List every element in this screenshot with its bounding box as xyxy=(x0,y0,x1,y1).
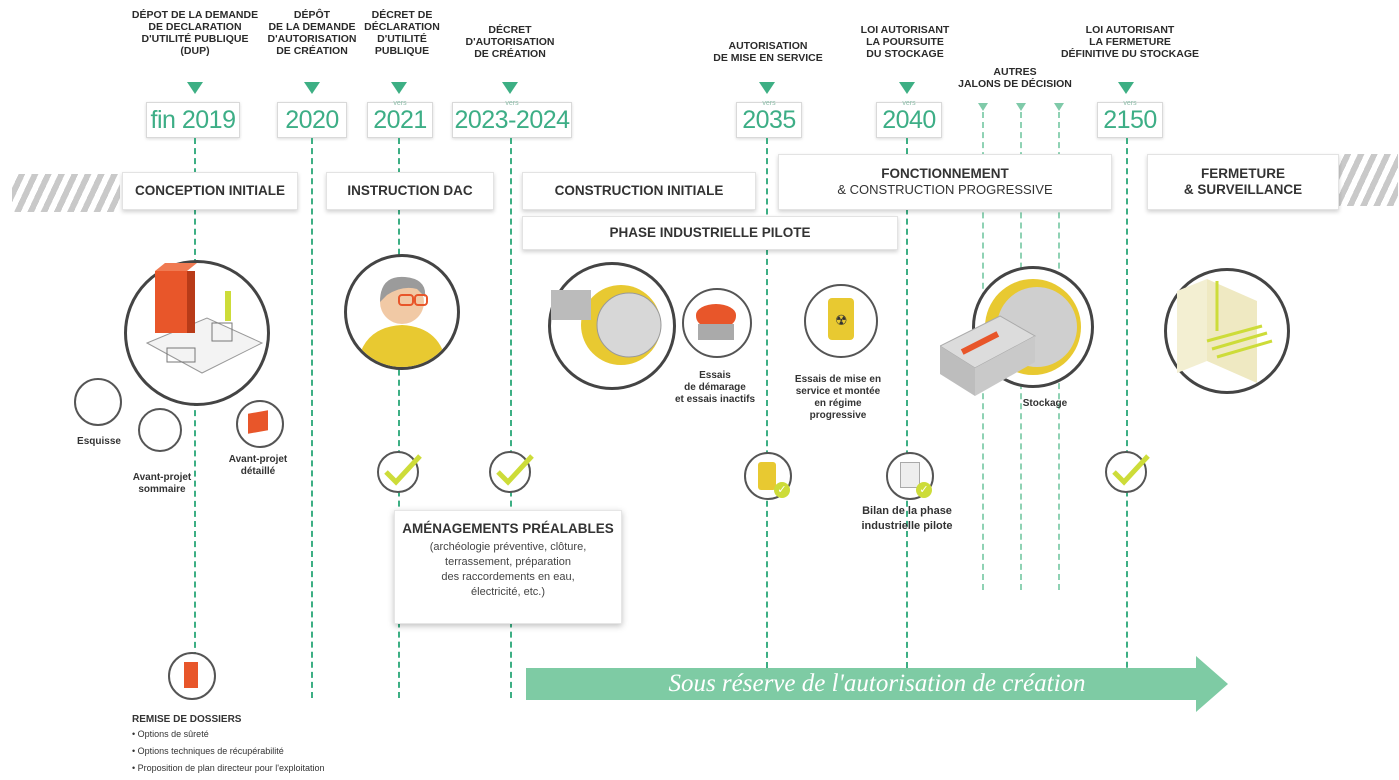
phase-label: FERMETURE xyxy=(1201,166,1285,181)
timeline-stripes-left xyxy=(12,174,120,212)
essais-mise-en-service-icon: ☢ xyxy=(804,284,878,358)
construction-illustration xyxy=(541,262,676,390)
milestone-marker-small xyxy=(978,103,988,111)
essais-demarrage-icon xyxy=(682,288,752,358)
remise-item: • Proposition de plan directeur pour l'e… xyxy=(132,763,325,773)
phase-fonctionnement: FONCTIONNEMENT & CONSTRUCTION PROGRESSIV… xyxy=(778,154,1112,210)
remise-item: • Options techniques de récupérabilité xyxy=(132,746,284,756)
milestone-title-decret-dup: DÉCRET DE DÉCLARATION D'UTILITÉ PUBLIQUE xyxy=(364,9,440,57)
timeline-line xyxy=(1126,138,1128,698)
check-icon xyxy=(489,451,534,493)
year-box: 2020 xyxy=(277,102,347,138)
vers-label: vers xyxy=(393,100,407,107)
milestone-title-dac-depot: DÉPÔT DE LA DEMANDE D'AUTORISATION DE CR… xyxy=(267,9,357,57)
avant-projet-sommaire-icon xyxy=(138,408,182,452)
fermeture-illustration xyxy=(1164,268,1290,394)
tunnel-boring-machine-icon xyxy=(541,285,662,365)
year-box: vers 2021 xyxy=(367,100,433,138)
check-icon xyxy=(377,451,422,493)
esquisse-label: Esquisse xyxy=(77,436,121,447)
milestone-marker xyxy=(187,82,203,94)
phase-label: INSTRUCTION DAC xyxy=(347,183,473,198)
milestone-marker xyxy=(899,82,915,94)
milestone-marker xyxy=(502,82,518,94)
phase-sublabel: & CONSTRUCTION PROGRESSIVE xyxy=(837,182,1053,197)
essais-mise-en-service-label: Essais de mise en service et montée en r… xyxy=(794,374,882,421)
year-box: vers 2040 xyxy=(876,100,942,138)
milestone-marker-small xyxy=(1054,103,1064,111)
milestone-title-autres-jalons: AUTRES JALONS DE DÉCISION xyxy=(958,66,1072,90)
phase-conception-initiale: CONCEPTION INITIALE xyxy=(122,172,298,210)
phase-label: CONCEPTION INITIALE xyxy=(134,183,285,198)
timeline-line xyxy=(398,138,400,698)
vers-label: vers xyxy=(1123,100,1137,107)
vers-label: vers xyxy=(505,100,519,107)
milestone-title-poursuite: LOI AUTORISANT LA POURSUITE DU STOCKAGE xyxy=(860,24,950,60)
year-label: 2150 xyxy=(1103,105,1157,134)
remise-dossiers-list: • Options de sûreté • Options techniques… xyxy=(132,726,325,777)
timeline-line xyxy=(906,138,908,668)
phase-instruction-dac: INSTRUCTION DAC xyxy=(326,172,494,210)
milestone-title-decret-dac: DÉCRET D'AUTORISATION DE CRÉATION xyxy=(465,24,555,60)
vers-label: vers xyxy=(762,100,776,107)
essais-demarrage-label: Essais de démarage et essais inactifs xyxy=(674,370,756,405)
check-icon xyxy=(1105,451,1150,493)
year-box: vers 2150 xyxy=(1097,100,1163,138)
phase-fermeture-surveillance: FERMETURE & SURVEILLANCE xyxy=(1147,154,1339,210)
avant-projet-detaille-icon xyxy=(236,400,284,448)
phase-label: FONCTIONNEMENT xyxy=(881,166,1009,181)
esquisse-icon xyxy=(74,378,122,426)
milestone-marker xyxy=(304,82,320,94)
year-label: 2023-2024 xyxy=(454,105,570,134)
reviewer-person-icon xyxy=(357,276,447,367)
phase-industrielle-pilote: PHASE INDUSTRIELLE PILOTE xyxy=(522,216,898,250)
year-label: 2021 xyxy=(373,105,427,134)
milestone-marker xyxy=(391,82,407,94)
reserve-arrow xyxy=(526,656,1228,712)
amenagements-body: (archéologie préventive, clôture, terras… xyxy=(429,541,587,598)
vers-label: vers xyxy=(902,100,916,107)
reserve-arrow-label: Sous réserve de l'autorisation de créati… xyxy=(668,670,1086,697)
timeline-line xyxy=(766,138,768,668)
remise-dossiers-icon xyxy=(168,652,216,700)
phase-label: & SURVEILLANCE xyxy=(1183,182,1303,197)
milestone-marker xyxy=(1118,82,1134,94)
year-box: vers 2035 xyxy=(736,100,802,138)
amenagements-prealables-box: AMÉNAGEMENTS PRÉALABLES (archéologie pré… xyxy=(394,510,622,624)
year-label: fin 2019 xyxy=(150,105,236,134)
drawing-desk-icon xyxy=(145,263,264,374)
instruction-illustration xyxy=(344,254,460,370)
bilan-label: Bilan de la phase industrielle pilote xyxy=(861,505,953,532)
phase-label: PHASE INDUSTRIELLE PILOTE xyxy=(609,225,811,240)
year-label: 2035 xyxy=(742,105,796,134)
avant-projet-sommaire-label: Avant-projet sommaire xyxy=(132,472,192,495)
stockage-label: Stockage xyxy=(1022,398,1068,409)
timeline-stripes-right xyxy=(1338,154,1398,206)
year-box: fin 2019 xyxy=(146,102,240,138)
milestone-title-fermeture: LOI AUTORISANT LA FERMETURE DÉFINITIVE D… xyxy=(1060,24,1200,60)
timeline-line xyxy=(510,138,512,698)
year-box: vers 2023-2024 xyxy=(452,100,572,138)
closed-repository-icon xyxy=(1177,279,1273,383)
phase-label: CONSTRUCTION INITIALE xyxy=(554,183,724,198)
phase-construction-initiale: CONSTRUCTION INITIALE xyxy=(522,172,756,210)
milestone-marker-small xyxy=(1016,103,1026,111)
bilan-document-icon: ✓ xyxy=(886,452,934,500)
milestone-marker xyxy=(759,82,775,94)
year-label: 2040 xyxy=(882,105,936,134)
avant-projet-detaille-label: Avant-projet détaillé xyxy=(228,454,288,477)
milestone-title-dup: DÉPOT DE LA DEMANDE DE DECLARATION D'UTI… xyxy=(131,9,259,57)
timeline-line xyxy=(311,138,313,698)
amenagements-title: AMÉNAGEMENTS PRÉALABLES xyxy=(402,521,614,536)
storage-gallery-icon xyxy=(940,315,1037,396)
year-label: 2020 xyxy=(285,105,339,134)
milestone-title-mise-en-service: AUTORISATION DE MISE EN SERVICE xyxy=(713,40,823,64)
remise-item: • Options de sûreté xyxy=(132,729,209,739)
remise-dossiers-title: REMISE DE DOSSIERS xyxy=(132,714,242,725)
conception-illustration xyxy=(124,260,270,406)
mise-en-service-validated-icon: ✓ xyxy=(744,452,792,500)
